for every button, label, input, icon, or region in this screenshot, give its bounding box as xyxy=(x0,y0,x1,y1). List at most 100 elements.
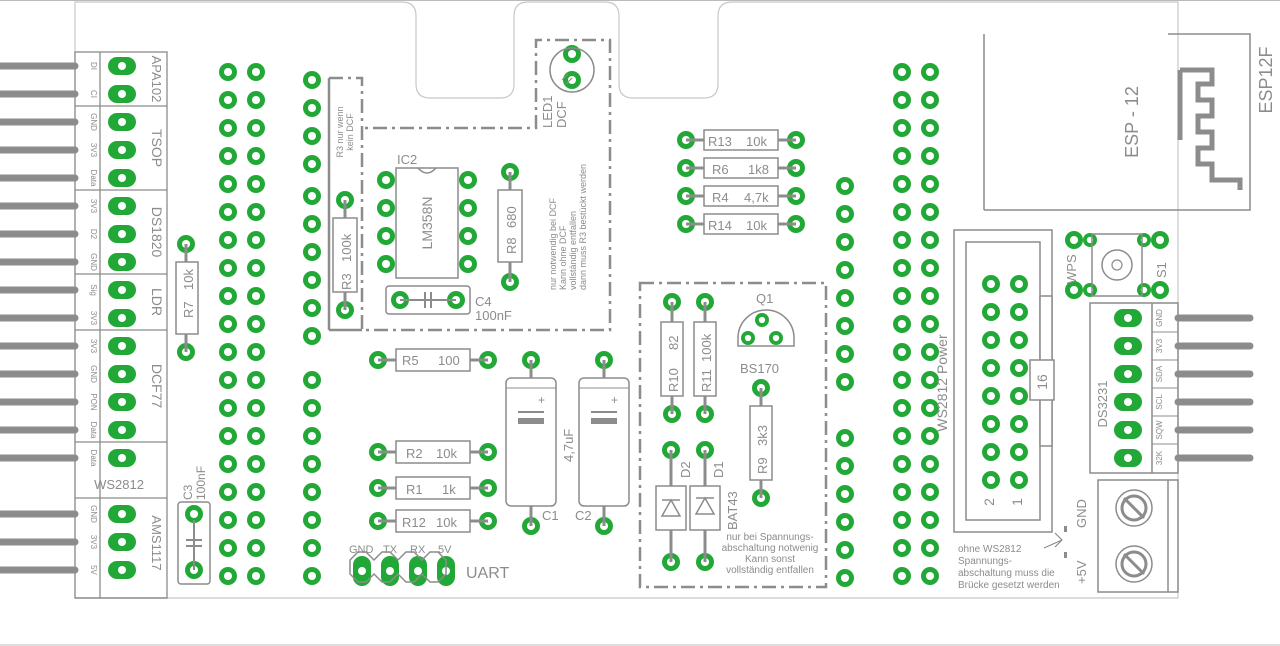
left-pin-label: PON xyxy=(89,393,98,411)
pad xyxy=(836,513,854,531)
dcf77-label: DCF77 xyxy=(149,364,165,409)
uart-pin-gnd: GND xyxy=(349,544,374,556)
pad xyxy=(1010,443,1028,461)
pad xyxy=(982,387,1000,405)
pad xyxy=(247,231,265,249)
pad xyxy=(893,63,911,81)
header-pad xyxy=(108,85,136,103)
ws-power-pin1: 1 xyxy=(1009,498,1025,506)
left-pin-label: Data xyxy=(89,422,98,439)
pad xyxy=(377,255,395,273)
left-pin-label: 3V3 xyxy=(89,199,98,214)
r13-value: 10k xyxy=(746,134,767,149)
pad xyxy=(377,171,395,189)
r4-ref: R4 xyxy=(712,190,729,205)
pad xyxy=(563,71,581,89)
esp-name: ESP - 12 xyxy=(1122,86,1142,158)
pad xyxy=(982,331,1000,349)
pad xyxy=(921,315,939,333)
pad xyxy=(303,427,321,445)
pad xyxy=(893,203,911,221)
pad xyxy=(303,215,321,233)
ic2-lm358n: IC2 LM358N xyxy=(395,152,459,279)
pad xyxy=(303,327,321,345)
pad xyxy=(893,147,911,165)
ds3231-pin-label: SCL xyxy=(1155,394,1164,410)
power-terminal: GND +5V xyxy=(1074,479,1179,593)
left-pin-label: 3V3 xyxy=(89,339,98,354)
pad xyxy=(247,91,265,109)
pad xyxy=(836,457,854,475)
pad xyxy=(836,261,854,279)
spannung-note-1: nur bei Spannungs- xyxy=(726,532,813,543)
pad xyxy=(893,539,911,557)
left-pin-label: GND xyxy=(89,505,98,523)
pad xyxy=(303,511,321,529)
pad xyxy=(219,231,237,249)
spannung-note-2: abschaltung notwenig xyxy=(722,543,819,554)
pad xyxy=(836,233,854,251)
pad xyxy=(247,119,265,137)
pad xyxy=(303,271,321,289)
header-pad xyxy=(108,169,136,187)
ds1820-label: DS1820 xyxy=(149,207,165,258)
transistor-q1: Q1 BS170 xyxy=(737,291,795,376)
header-pad xyxy=(108,421,136,439)
r2-value: 10k xyxy=(436,446,457,461)
left-pin-label: Data xyxy=(89,170,98,187)
pad xyxy=(982,443,1000,461)
tsop-label: TSOP xyxy=(149,129,165,167)
diode-d2: D2 xyxy=(655,450,693,562)
pad xyxy=(303,483,321,501)
pad xyxy=(247,315,265,333)
header-pad xyxy=(108,57,136,75)
left-pin-label: CI xyxy=(89,90,98,98)
pad xyxy=(219,91,237,109)
left-pin-label: 3V3 xyxy=(89,311,98,326)
pad xyxy=(836,345,854,363)
ds3231-label: DS3231 xyxy=(1095,381,1110,428)
pad xyxy=(219,259,237,277)
ws2812-label: WS2812 xyxy=(94,477,144,492)
uart-label: UART xyxy=(466,565,509,582)
r12-ref: R12 xyxy=(402,515,426,530)
through-hole-pads xyxy=(108,45,1169,587)
pad xyxy=(303,71,321,89)
pad xyxy=(893,567,911,585)
pad xyxy=(893,315,911,333)
capacitor-c2: + C2 xyxy=(575,360,630,526)
r6-value: 1k8 xyxy=(748,162,769,177)
pad xyxy=(921,119,939,137)
pad xyxy=(303,539,321,557)
pad xyxy=(893,287,911,305)
pad xyxy=(836,317,854,335)
pad xyxy=(836,541,854,559)
pad xyxy=(219,371,237,389)
board-outline xyxy=(74,1,1179,599)
svg-text:+: + xyxy=(611,393,618,407)
pad xyxy=(303,243,321,261)
c1-ref: C1 xyxy=(542,508,559,523)
pad xyxy=(247,343,265,361)
dcf-note-1: nur notwendig bei DCF xyxy=(548,197,558,290)
esp-model: ESP12F xyxy=(1256,46,1276,113)
pad xyxy=(1151,281,1169,299)
pad xyxy=(836,373,854,391)
r3-note-2: kein DCF xyxy=(345,113,355,151)
pad xyxy=(303,299,321,317)
pad xyxy=(893,455,911,473)
resistor-r1: R1 1k xyxy=(378,476,488,500)
left-pin-label: Data xyxy=(89,450,98,467)
pad xyxy=(1137,283,1151,297)
r6-ref: R6 xyxy=(712,162,729,177)
pad xyxy=(303,127,321,145)
led1-value: DCF xyxy=(554,101,569,128)
r13-ref: R13 xyxy=(708,134,732,149)
ds3231-pin-label: 32K xyxy=(1155,450,1164,465)
pad xyxy=(459,255,477,273)
left-pin-labels: DICIGND3V3Data3V3D2GNDSig3V33V3GNDPONDat… xyxy=(89,62,98,576)
s1-label: S1 xyxy=(1154,262,1169,278)
pad xyxy=(982,303,1000,321)
pad xyxy=(921,63,939,81)
pad xyxy=(836,485,854,503)
